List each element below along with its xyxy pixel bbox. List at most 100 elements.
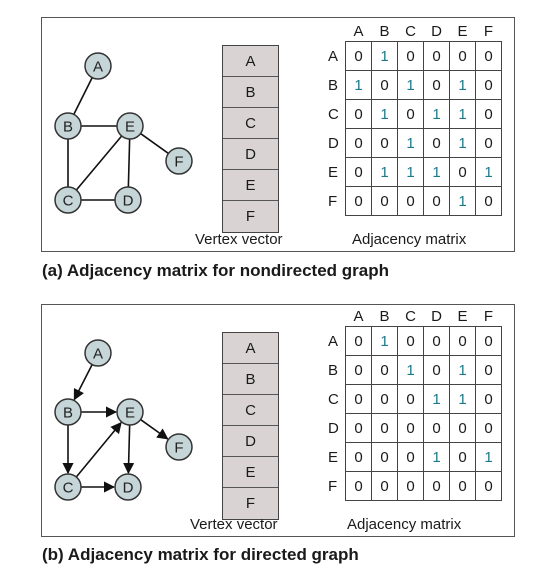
matrix-column-header: F bbox=[483, 308, 494, 325]
vertex-node-f: F bbox=[165, 433, 193, 461]
vertex-vector-cell: D bbox=[223, 139, 278, 170]
caption-directed: (b) Adjacency matrix for directed graph bbox=[42, 545, 359, 564]
matrix-cell: 1 bbox=[423, 99, 450, 129]
matrix-cell: 0 bbox=[397, 326, 424, 356]
matrix-cell: 0 bbox=[397, 471, 424, 501]
matrix-row-header: B bbox=[328, 76, 339, 94]
matrix-cell: 0 bbox=[475, 413, 502, 443]
matrix-cell: 0 bbox=[397, 384, 424, 414]
vertex-node-a: A bbox=[84, 52, 112, 80]
matrix-row-header: F bbox=[328, 477, 338, 495]
matrix-cell: 1 bbox=[397, 128, 424, 158]
vertex-vector-cell: A bbox=[223, 333, 278, 364]
vertex-node-e: E bbox=[116, 398, 144, 426]
svg-text:B: B bbox=[63, 119, 73, 136]
matrix-cell: 0 bbox=[423, 70, 450, 100]
vertex-node-b: B bbox=[54, 112, 82, 140]
matrix-cell: 0 bbox=[345, 186, 372, 216]
matrix-row-header: E bbox=[328, 163, 339, 181]
matrix-cell: 1 bbox=[345, 70, 372, 100]
matrix-cell: 1 bbox=[397, 157, 424, 187]
matrix-cell: 0 bbox=[345, 326, 372, 356]
matrix-cell: 0 bbox=[475, 384, 502, 414]
matrix-cell: 0 bbox=[397, 41, 424, 71]
svg-text:C: C bbox=[63, 193, 74, 210]
matrix-column-header: A bbox=[353, 23, 364, 40]
matrix-row-header: D bbox=[328, 134, 339, 152]
vertex-node-c: C bbox=[54, 473, 82, 501]
vertex-node-d: D bbox=[114, 186, 142, 214]
matrix-cell: 0 bbox=[475, 471, 502, 501]
svg-text:A: A bbox=[93, 59, 103, 76]
matrix-column-header: F bbox=[483, 23, 494, 40]
edge-e-d bbox=[123, 424, 135, 475]
matrix-cell: 0 bbox=[371, 442, 398, 472]
matrix-corner bbox=[328, 307, 346, 327]
matrix-cell: 0 bbox=[449, 471, 476, 501]
vertex-node-a: A bbox=[84, 339, 112, 367]
matrix-cell: 0 bbox=[371, 471, 398, 501]
matrix-cell: 0 bbox=[449, 413, 476, 443]
vertex-vector-cell: D bbox=[223, 426, 278, 457]
matrix-cell: 0 bbox=[449, 157, 476, 187]
matrix-cell: 0 bbox=[475, 326, 502, 356]
matrix-cell: 1 bbox=[449, 128, 476, 158]
matrix-cell: 0 bbox=[371, 355, 398, 385]
svg-text:F: F bbox=[174, 154, 183, 171]
matrix-cell: 0 bbox=[397, 186, 424, 216]
matrix-cell: 0 bbox=[371, 384, 398, 414]
matrix-cell: 0 bbox=[345, 99, 372, 129]
matrix-cell: 1 bbox=[449, 384, 476, 414]
matrix-row-header: A bbox=[328, 332, 339, 350]
matrix-row-header: B bbox=[328, 361, 339, 379]
edge-e-f bbox=[140, 418, 169, 440]
matrix-cell: 1 bbox=[371, 326, 398, 356]
edge-c-e bbox=[75, 135, 123, 191]
adjacency-matrix-label: Adjacency matrix bbox=[352, 231, 467, 248]
matrix-cell: 1 bbox=[423, 384, 450, 414]
matrix-column-header: E bbox=[457, 308, 468, 325]
vertex-vector-cell: B bbox=[223, 364, 278, 395]
vertex-vector-cell: E bbox=[223, 457, 278, 488]
adjacency-matrix-label: Adjacency matrix bbox=[347, 516, 462, 533]
matrix-row-header: C bbox=[328, 105, 339, 123]
svg-text:D: D bbox=[123, 193, 134, 210]
matrix-cell: 0 bbox=[475, 41, 502, 71]
vertex-vector-cell: A bbox=[223, 46, 278, 77]
matrix-column-header: D bbox=[431, 23, 442, 40]
matrix-cell: 0 bbox=[423, 41, 450, 71]
vertex-vector-cell: C bbox=[223, 395, 278, 426]
matrix-cell: 0 bbox=[423, 326, 450, 356]
matrix-cell: 0 bbox=[345, 384, 372, 414]
edge-d-e bbox=[127, 138, 131, 188]
matrix-cell: 1 bbox=[397, 355, 424, 385]
vertex-vector-label: Vertex vector bbox=[190, 516, 278, 533]
matrix-cell: 0 bbox=[475, 128, 502, 158]
svg-text:C: C bbox=[63, 480, 74, 497]
svg-text:A: A bbox=[93, 346, 103, 363]
matrix-row-header: C bbox=[328, 390, 339, 408]
matrix-column-header: B bbox=[379, 308, 390, 325]
matrix-cell: 0 bbox=[345, 413, 372, 443]
matrix-cell: 0 bbox=[423, 471, 450, 501]
caption-nondirected: (a) Adjacency matrix for nondirected gra… bbox=[42, 261, 389, 280]
matrix-cell: 1 bbox=[449, 355, 476, 385]
matrix-cell: 0 bbox=[475, 355, 502, 385]
matrix-cell: 0 bbox=[423, 128, 450, 158]
